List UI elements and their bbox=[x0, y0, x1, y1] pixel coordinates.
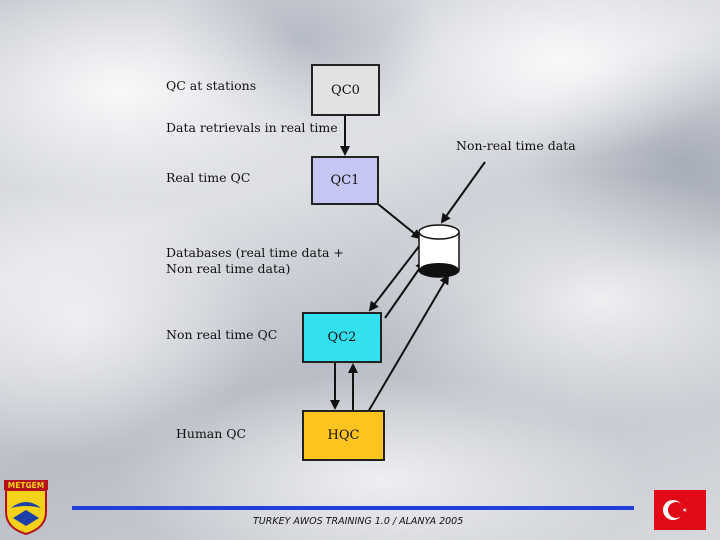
arrow-qc1-to-database bbox=[377, 203, 422, 240]
footer-rule bbox=[72, 506, 634, 510]
label-real-time-qc: Real time QC bbox=[166, 170, 251, 185]
qc2-box-label: QC2 bbox=[327, 330, 357, 345]
qc2-box: QC2 bbox=[302, 312, 382, 363]
arrow-database-to-qc2 bbox=[368, 244, 421, 312]
metgem-logo-icon: METGEM bbox=[4, 480, 48, 536]
qc0-box: QC0 bbox=[311, 64, 380, 116]
qc1-box: QC1 bbox=[311, 156, 379, 205]
label-databases-line1: Databases (real time data + bbox=[166, 245, 344, 260]
hqc-box: HQC bbox=[302, 410, 385, 461]
label-data-retrievals: Data retrievals in real time bbox=[166, 120, 338, 135]
label-non-real-time-data: Non-real time data bbox=[456, 138, 576, 153]
footer-text: TURKEY AWOS TRAINING 1.0 / ALANYA 2005 bbox=[253, 516, 464, 527]
logo-text: METGEM bbox=[8, 481, 44, 490]
label-databases-line2: Non real time data) bbox=[166, 261, 291, 276]
arrow-hqc-to-database bbox=[367, 274, 450, 413]
arrow-qc2-to-database bbox=[384, 260, 426, 319]
hqc-box-label: HQC bbox=[327, 428, 360, 443]
label-qc-at-stations: QC at stations bbox=[166, 78, 257, 93]
arrow-nonrealtime-to-database bbox=[440, 161, 486, 224]
qc1-box-label: QC1 bbox=[330, 173, 360, 188]
label-non-real-time-qc: Non real time QC bbox=[166, 327, 278, 342]
label-human-qc: Human QC bbox=[176, 426, 247, 441]
turkey-flag-icon bbox=[654, 490, 706, 530]
qc0-box-label: QC0 bbox=[331, 82, 360, 98]
database-cylinder-icon bbox=[418, 224, 460, 278]
